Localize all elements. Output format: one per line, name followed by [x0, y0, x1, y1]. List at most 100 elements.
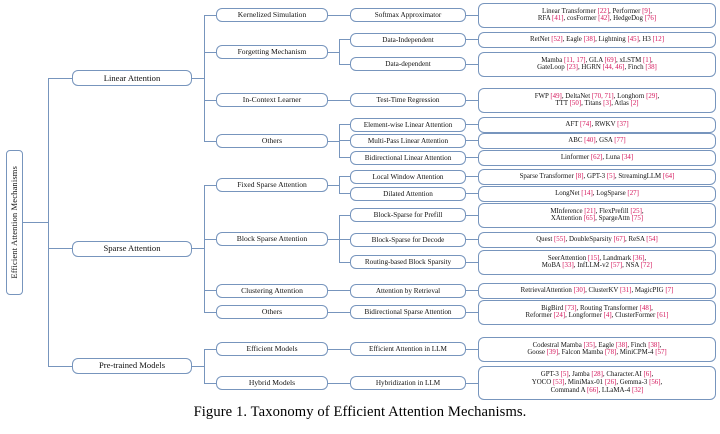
connector-line	[466, 215, 478, 216]
citation-ref: [4]	[603, 312, 612, 320]
node-data-dependent[interactable]: Data-dependent	[350, 57, 466, 72]
connector-line	[328, 290, 339, 292]
connector-line	[339, 100, 350, 101]
citation-ref: [62]	[590, 153, 603, 161]
node-bidirectional-linear-attention[interactable]: Bidirectional Linear Attention	[350, 150, 466, 165]
citation-ref: [38]	[583, 35, 596, 43]
node-others-sparse[interactable]: Others	[216, 305, 328, 320]
node-efficient-models[interactable]: Efficient Models	[216, 342, 328, 357]
node-clustering-attention[interactable]: Clustering Attention	[216, 283, 328, 298]
citation-ref: [37]	[617, 120, 629, 128]
leaf-data-independent[interactable]: RetNet [52], Eagle [38], Lightning [45],…	[478, 32, 716, 48]
leaf-references: Mamba [11, 17], GLA [69], xLSTM [1],Gate…	[537, 56, 657, 72]
leaf-efficient-attention-in-llm[interactable]: Codestral Mamba [35], Eagle [38], Finch …	[478, 337, 716, 362]
citation-ref: [26]	[604, 379, 617, 387]
node-test-time-regression[interactable]: Test-Time Regression	[350, 93, 466, 108]
leaf-attention-by-retrieval[interactable]: RetrievalAttention [30], ClusterKV [31],…	[478, 283, 716, 299]
node-hybrid-models[interactable]: Hybrid Models	[216, 376, 328, 390]
leaf-references: Sparse Transformer [8], GPT-3 [5], Strea…	[519, 172, 675, 180]
connector-line	[339, 349, 350, 350]
node-label: Data-dependent	[385, 60, 431, 69]
leaf-dilated-attention[interactable]: LongNet [14], LogSparse [27]	[478, 186, 716, 202]
connector-line	[328, 51, 339, 53]
leaf-hybridization-in-llm[interactable]: GPT-3 [5], Jamba [28], Character.AI [6],…	[478, 366, 716, 400]
node-forgetting-mechanism[interactable]: Forgetting Mechanism	[216, 45, 328, 60]
node-bidirectional-sparse-attention[interactable]: Bidirectional Sparse Attention	[350, 305, 466, 320]
citation-ref: [76]	[644, 15, 657, 23]
citation-ref: [9]	[642, 7, 651, 15]
node-label: Block-Sparse for Prefill	[373, 211, 443, 220]
node-data-independent[interactable]: Data-Independent	[350, 32, 466, 47]
connector-line	[339, 124, 350, 126]
node-efficient-attention-in-llm[interactable]: Efficient Attention in LLM	[350, 342, 466, 357]
leaf-references: Quest [55], DoubleSparsity [67], ReSA [5…	[536, 235, 658, 243]
node-block-sparse-for-prefill[interactable]: Block-Sparse for Prefill	[350, 208, 466, 223]
connector-line	[339, 312, 350, 313]
node-label: Softmax Approximator	[374, 11, 442, 20]
citation-ref: [25]	[630, 207, 642, 215]
connector-line	[204, 349, 216, 350]
connector-line	[204, 100, 216, 101]
node-multi-pass-linear-attention[interactable]: Multi-Pass Linear Attention	[350, 133, 466, 148]
leaf-bidirectional-sparse-attention[interactable]: BigBird [73], Routing Transformer [48],R…	[478, 300, 716, 325]
connector-line	[339, 176, 350, 178]
citation-ref: [30]	[573, 286, 586, 294]
connector-line	[339, 157, 350, 159]
connector-line	[192, 248, 204, 250]
leaf-routing-based-block-sparsity[interactable]: SeerAttention [15], Landmark [36],MoBA […	[478, 250, 716, 275]
citation-ref: [52]	[551, 35, 563, 43]
citation-ref: [1]	[643, 56, 652, 64]
node-element-wise-linear-attention[interactable]: Element-wise Linear Attention	[350, 117, 466, 132]
node-label: Forgetting Mechanism	[237, 46, 307, 56]
node-linear-attention[interactable]: Linear Attention	[72, 70, 192, 87]
node-dilated-attention[interactable]: Dilated Attention	[350, 186, 466, 201]
citation-ref: [7]	[665, 286, 674, 294]
node-label: Multi-Pass Linear Attention	[367, 136, 449, 145]
citation-ref: [75]	[631, 215, 644, 223]
connector-line	[204, 51, 216, 53]
leaf-element-wise-linear-attention[interactable]: AFT [74], RWKV [37]	[478, 117, 716, 133]
node-hybridization-in-llm[interactable]: Hybridization in LLM	[350, 376, 466, 390]
node-routing-based-block-sparsity[interactable]: Routing-based Block Sparsity	[350, 255, 466, 270]
node-sparse-attention[interactable]: Sparse Attention	[72, 240, 192, 257]
leaf-multi-pass-linear-attention[interactable]: ABC [40], GSA [77]	[478, 133, 716, 149]
citation-ref: [8]	[575, 172, 584, 180]
leaf-bidirectional-linear-attention[interactable]: Linformer [62], Luna [34]	[478, 150, 716, 166]
node-label: Bidirectional Linear Attention	[364, 153, 452, 162]
node-local-window-attention[interactable]: Local Window Attention	[350, 169, 466, 184]
node-in-context-learner[interactable]: In-Context Learner	[216, 93, 328, 108]
connector-line	[204, 15, 216, 16]
leaf-block-sparse-for-prefill[interactable]: MInference [21], FlexPrefill [25],XAtten…	[478, 203, 716, 228]
node-kernelized-simulation[interactable]: Kernelized Simulation	[216, 8, 328, 23]
leaf-data-dependent[interactable]: Mamba [11, 17], GLA [69], xLSTM [1],Gate…	[478, 52, 716, 77]
citation-ref: [66]	[586, 386, 599, 394]
node-label: Pre-trained Models	[98, 360, 166, 371]
citation-ref: [22]	[597, 7, 610, 15]
node-fixed-sparse-attention[interactable]: Fixed Sparse Attention	[216, 178, 328, 193]
root-node-label: Efficient Attention Mechanisms	[8, 165, 19, 279]
citation-ref: [53]	[552, 379, 565, 387]
leaf-local-window-attention[interactable]: Sparse Transformer [8], GPT-3 [5], Strea…	[478, 169, 716, 185]
citation-ref: [78]	[604, 349, 617, 357]
node-block-sparse-attention[interactable]: Block Sparse Attention	[216, 231, 328, 246]
citation-ref: [38]	[615, 341, 628, 349]
node-label: Dilated Attention	[383, 189, 433, 198]
leaf-softmax-approximator[interactable]: Linear Transformer [22], Performer [9],R…	[478, 3, 716, 28]
leaf-block-sparse-for-decode[interactable]: Quest [55], DoubleSparsity [67], ReSA [5…	[478, 232, 716, 248]
connector-line	[328, 184, 339, 186]
citation-ref: [41]	[552, 15, 564, 23]
connector-line	[466, 124, 478, 126]
leaf-test-time-regression[interactable]: FWP [49], DeltaNet [70, 71], Longhorn [2…	[478, 88, 716, 113]
citation-ref: [39]	[546, 349, 559, 357]
node-softmax-approximator[interactable]: Softmax Approximator	[350, 8, 466, 23]
node-block-sparse-for-decode[interactable]: Block-Sparse for Decode	[350, 232, 466, 247]
citation-ref: [40]	[584, 136, 596, 144]
root-node-efficient-attention-mechanisms[interactable]: Efficient Attention Mechanisms	[6, 149, 23, 295]
citation-ref: [67]	[613, 235, 626, 243]
node-label: Sparse Attention	[103, 243, 161, 254]
citation-ref: [50]	[569, 100, 582, 108]
node-others-linear[interactable]: Others	[216, 134, 328, 149]
node-pre-trained-models[interactable]: Pre-trained Models	[72, 358, 192, 375]
node-attention-by-retrieval[interactable]: Attention by Retrieval	[350, 283, 466, 298]
connector-line	[339, 215, 350, 216]
